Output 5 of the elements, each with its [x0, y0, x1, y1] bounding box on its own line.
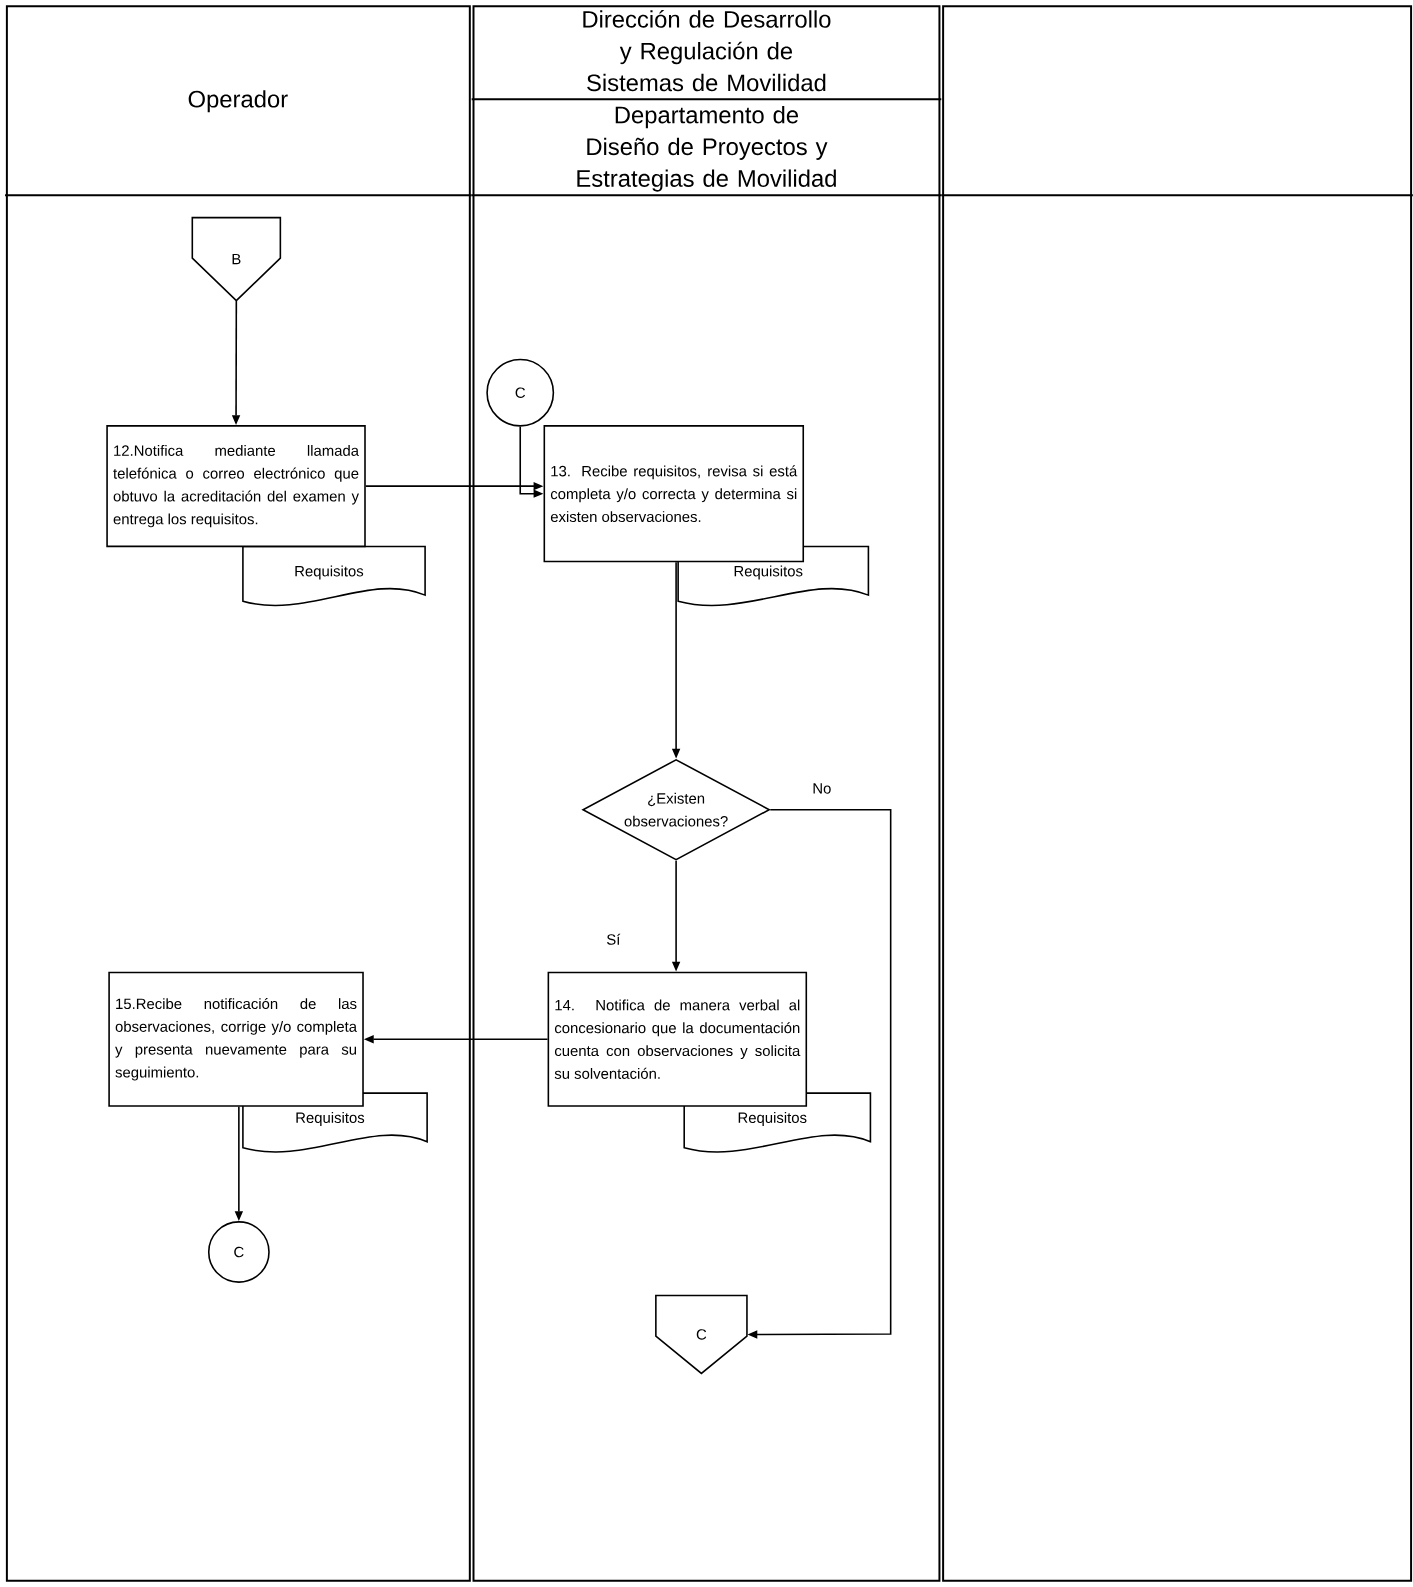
empty-swimlane	[940, 5, 1413, 1582]
off-page-connector: B	[191, 216, 282, 302]
off-page-connector: C	[655, 1294, 748, 1375]
edge-label: Sí	[604, 931, 623, 947]
edge-label: No	[810, 781, 834, 796]
